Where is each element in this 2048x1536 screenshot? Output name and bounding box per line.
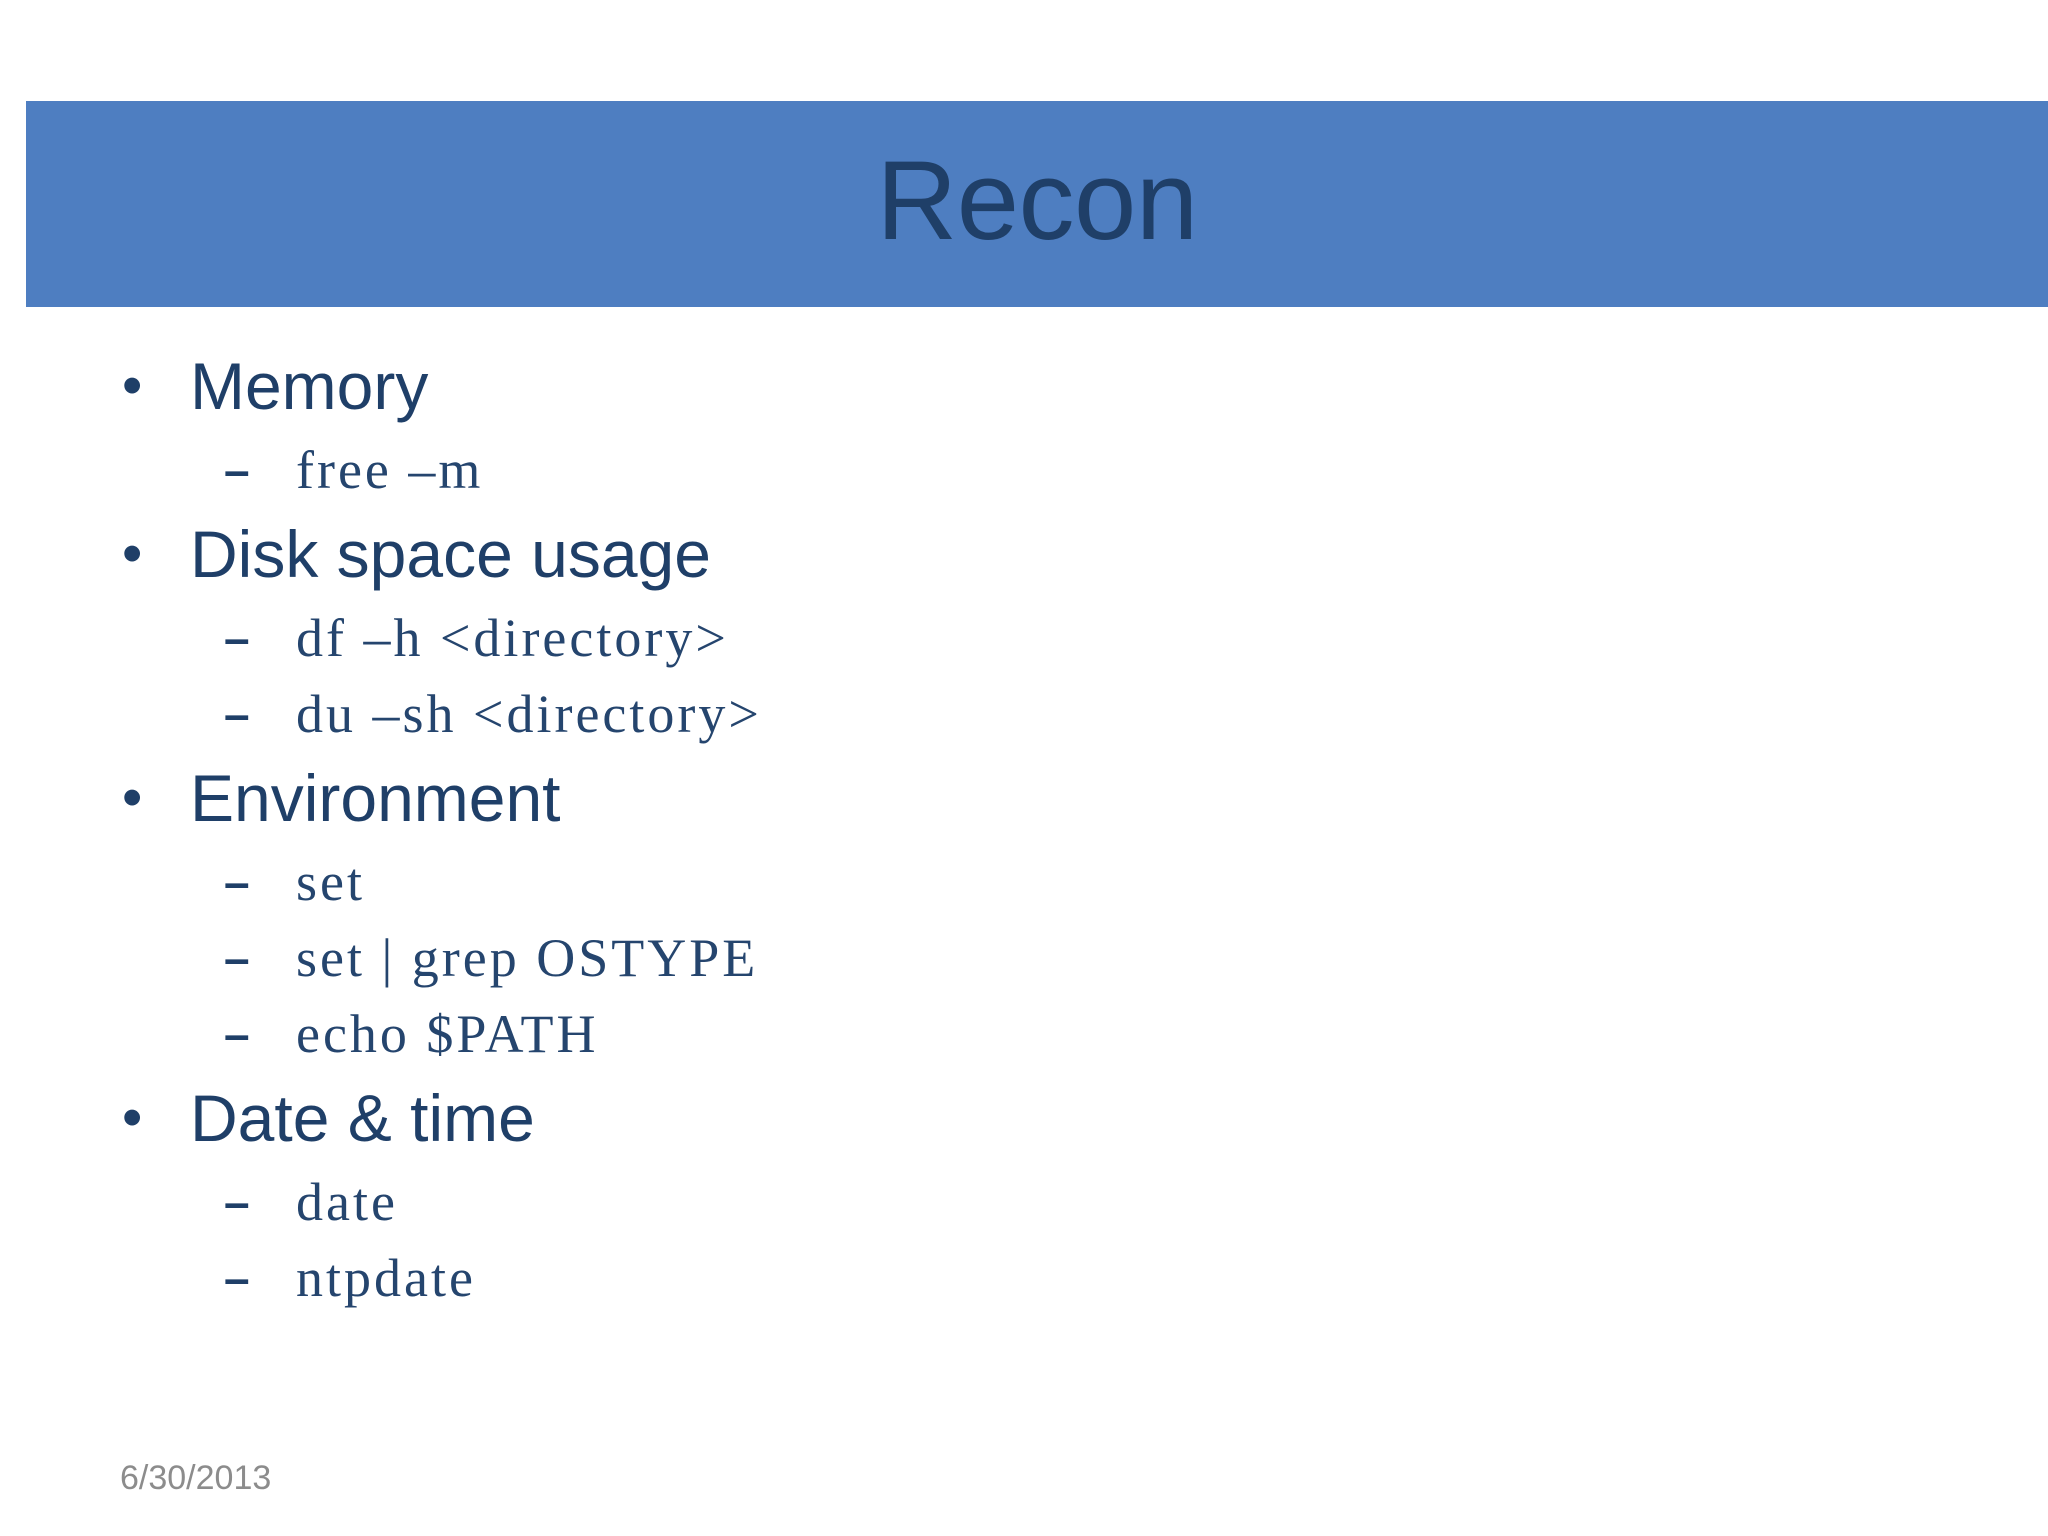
bullet-group: • Memory – free –m [0, 340, 2048, 508]
bullet-label: Environment [190, 761, 561, 835]
bullet-label: Memory [190, 349, 429, 423]
sub-bullet-item: – echo $PATH [0, 996, 2048, 1072]
sub-bullet-command: free –m [296, 440, 484, 500]
dash-glyph-icon: – [224, 1252, 250, 1304]
bullet-glyph-icon: • [122, 1085, 143, 1150]
dash-glyph-icon: – [224, 1176, 250, 1228]
bullet-group: • Date & time – date – ntpdate [0, 1072, 2048, 1316]
sub-bullet-item: – set | grep OSTYPE [0, 920, 2048, 996]
sub-bullet-command: ntpdate [296, 1248, 476, 1308]
sub-bullet-command: df –h <directory> [296, 608, 729, 668]
bullet-item: • Memory [0, 340, 2048, 432]
sub-bullet-item: – df –h <directory> [0, 600, 2048, 676]
slide-title-banner: Recon [26, 101, 2048, 307]
sub-bullet-command: set | grep OSTYPE [296, 928, 759, 988]
slide-title: Recon [876, 138, 1198, 263]
sub-bullet-item: – free –m [0, 432, 2048, 508]
bullet-glyph-icon: • [122, 521, 143, 586]
sub-bullet-item: – date [0, 1164, 2048, 1240]
dash-glyph-icon: – [224, 932, 250, 984]
sub-bullet-command: echo $PATH [296, 1004, 599, 1064]
slide-body: • Memory – free –m • Disk space usage – … [0, 340, 2048, 1316]
bullet-group: • Disk space usage – df –h <directory> –… [0, 508, 2048, 752]
bullet-item: • Disk space usage [0, 508, 2048, 600]
bullet-glyph-icon: • [122, 765, 143, 830]
bullet-label: Date & time [190, 1081, 535, 1155]
sub-bullet-command: set [296, 852, 365, 912]
dash-glyph-icon: – [224, 688, 250, 740]
sub-bullet-item: – set [0, 844, 2048, 920]
bullet-item: • Date & time [0, 1072, 2048, 1164]
dash-glyph-icon: – [224, 612, 250, 664]
dash-glyph-icon: – [224, 444, 250, 496]
sub-bullet-command: date [296, 1172, 398, 1232]
sub-bullet-command: du –sh <directory> [296, 684, 762, 744]
sub-bullet-item: – ntpdate [0, 1240, 2048, 1316]
dash-glyph-icon: – [224, 1008, 250, 1060]
dash-glyph-icon: – [224, 856, 250, 908]
sub-bullet-item: – du –sh <directory> [0, 676, 2048, 752]
bullet-glyph-icon: • [122, 353, 143, 418]
bullet-label: Disk space usage [190, 517, 711, 591]
bullet-item: • Environment [0, 752, 2048, 844]
slide-footer-date: 6/30/2013 [120, 1459, 272, 1497]
bullet-group: • Environment – set – set | grep OSTYPE … [0, 752, 2048, 1072]
